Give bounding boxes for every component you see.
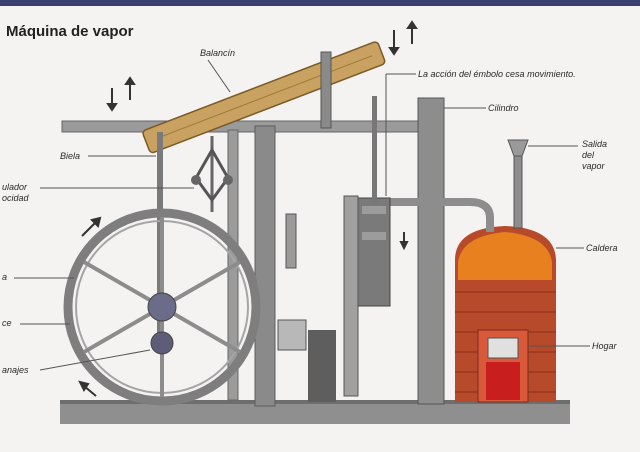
cylinder-tube bbox=[417, 97, 445, 405]
boiler-glow bbox=[458, 232, 552, 280]
air-pump bbox=[277, 319, 307, 351]
label-balancin: Balancín bbox=[200, 48, 236, 58]
label-left-partial-2: ce bbox=[2, 318, 12, 328]
valve-gear bbox=[343, 195, 359, 397]
steam-outlet-valve bbox=[507, 139, 529, 157]
cylinder-band-2 bbox=[362, 232, 386, 240]
diagram-title: Máquina de vapor bbox=[6, 23, 134, 40]
top-band bbox=[0, 0, 640, 6]
steam-pipe bbox=[360, 198, 494, 232]
steam-outlet-pipe bbox=[513, 149, 523, 229]
firebox-door bbox=[487, 337, 519, 359]
label-engranajes: anajes bbox=[2, 365, 29, 375]
label-regulador: ulador bbox=[2, 182, 28, 192]
condenser bbox=[308, 330, 336, 402]
label-biela: Biela bbox=[60, 151, 81, 161]
firebox bbox=[486, 362, 520, 400]
flywheel bbox=[63, 208, 261, 406]
label-accion-embolo: La acción del émbolo cesa movimiento. bbox=[418, 69, 576, 79]
label-cilindro: Cilindro bbox=[488, 103, 519, 113]
leader-lines bbox=[14, 59, 590, 371]
label-salida: Salida bbox=[582, 139, 608, 149]
label-vapor: vapor bbox=[582, 161, 605, 171]
center-column bbox=[254, 125, 276, 407]
label-velocidad: ocidad bbox=[2, 193, 29, 203]
gauge bbox=[285, 213, 297, 269]
governor bbox=[191, 136, 233, 212]
base-plate bbox=[60, 402, 570, 424]
cylinder-band bbox=[362, 206, 386, 214]
label-hogar: Hogar bbox=[592, 341, 617, 351]
piston-rod bbox=[372, 96, 377, 204]
label-caldera: Caldera bbox=[586, 243, 618, 253]
piston-cylinder bbox=[357, 197, 391, 307]
label-del: del bbox=[582, 150, 595, 160]
motion-arrows bbox=[78, 20, 418, 397]
frame-beam bbox=[61, 120, 421, 133]
label-left-partial-1: a bbox=[2, 272, 8, 282]
beam-post bbox=[320, 51, 332, 129]
